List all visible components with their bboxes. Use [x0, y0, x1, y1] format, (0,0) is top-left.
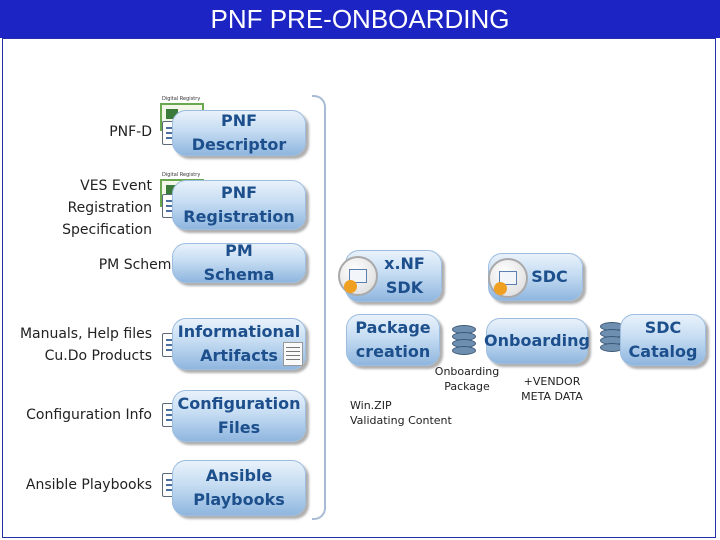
input-pm-schema: PM Schema — [98, 257, 180, 273]
diagram-frame — [2, 38, 716, 538]
title-bar: PNF PRE-ONBOARDING — [0, 0, 720, 38]
database-icon — [452, 325, 476, 355]
input-pnf-d: PNF-D — [109, 124, 152, 140]
database-icon — [600, 322, 624, 352]
tool-icon — [338, 256, 378, 296]
grouping-bracket — [312, 95, 326, 520]
spreadsheet-icon — [283, 342, 303, 366]
input-config-info: Configuration Info — [26, 407, 152, 423]
input-ansible: Ansible Playbooks — [25, 477, 152, 493]
tool-icon — [488, 258, 528, 298]
page-title: PNF PRE-ONBOARDING — [210, 4, 510, 34]
onboarding-box: Onboarding — [484, 318, 590, 364]
